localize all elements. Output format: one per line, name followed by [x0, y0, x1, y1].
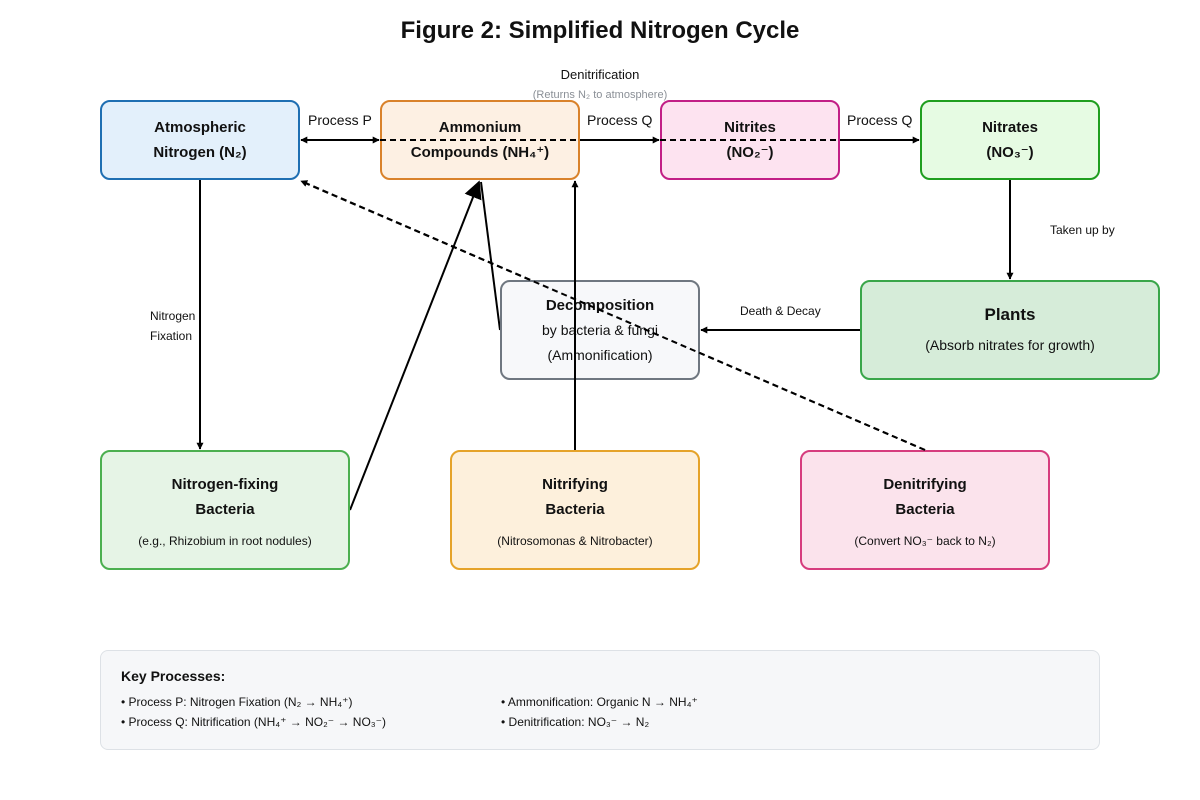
denitrifying-note: (Convert NO₃⁻ back to N₂)	[854, 534, 996, 548]
nitrates-line2: (NO₃⁻)	[986, 144, 1034, 161]
nitrates-line1: Nitrates	[982, 119, 1038, 136]
label-process-p: Process P	[308, 112, 372, 128]
decomposition-title: Decomposition	[545, 296, 655, 314]
key-processes-panel: Key Processes: • Process P: Nitrogen Fix…	[100, 650, 1100, 750]
nitrifying-line1: Nitrifying	[542, 476, 608, 493]
plants-subtitle: (Absorb nitrates for growth)	[925, 337, 1095, 353]
nitrites-line1: Nitrites	[724, 119, 776, 136]
decomposition-line3: (Ammonification)	[547, 346, 653, 363]
atmospheric-line1: Atmospheric	[154, 119, 246, 136]
figure-title: Figure 2: Simplified Nitrogen Cycle	[400, 17, 800, 44]
node-ammonium-compounds: Ammonium Compounds (NH₄⁺)	[380, 100, 580, 180]
decomposition-line2: by bacteria & fungi	[542, 321, 658, 338]
label-process-q-1: Process Q	[587, 112, 653, 128]
denitrifying-line1: Denitrifying	[883, 476, 967, 493]
label-nitrogen: Nitrogen	[150, 309, 196, 323]
arrow-decomposition-to-ammonium	[480, 181, 501, 331]
nitrites-line2: (NO₂⁻)	[726, 144, 774, 161]
ammonium-line2: Compounds (NH₄⁺)	[410, 144, 550, 161]
plants-title: Plants	[984, 305, 1036, 324]
node-decomposition: Decomposition by bacteria & fungi (Ammon…	[500, 280, 700, 380]
label-process-q-2: Process Q	[847, 112, 913, 128]
atmospheric-line2: Nitrogen (N₂)	[153, 144, 247, 161]
ammonium-line1: Ammonium	[438, 119, 522, 136]
key-heading: Key Processes:	[121, 668, 226, 684]
denitrifying-line2: Bacteria	[895, 501, 955, 518]
nitrifying-note: (Nitrosomonas & Nitrobacter)	[497, 534, 653, 548]
nitrogen-fixing-note: (e.g., Rhizobium in root nodules)	[138, 534, 312, 548]
node-nitrates: Nitrates (NO₃⁻)	[920, 100, 1100, 180]
nitrifying-line2: Bacteria	[545, 501, 605, 518]
nitrogen-fixing-line1: Nitrogen-fixing	[171, 476, 279, 493]
label-taken-up-by: Taken up by	[1050, 223, 1115, 237]
label-returns-to-atmosphere: (Returns N₂ to atmosphere)	[532, 89, 668, 101]
node-denitrifying-bacteria: Denitrifying Bacteria (Convert NO₃⁻ back…	[800, 450, 1050, 570]
key-item: • Denitrification: NO₃⁻ → N₂	[501, 715, 650, 729]
label-fixation: Fixation	[150, 329, 193, 343]
node-atmospheric-nitrogen: Atmospheric Nitrogen (N₂)	[100, 100, 300, 180]
label-denitrification: Denitrification	[560, 67, 640, 82]
label-death-decay: Death & Decay	[740, 304, 821, 318]
node-nitrogen-fixing-bacteria: Nitrogen-fixing Bacteria (e.g., Rhizobiu…	[100, 450, 350, 570]
node-nitrites: Nitrites (NO₂⁻)	[660, 100, 840, 180]
key-item: • Process P: Nitrogen Fixation (N₂ → NH₄…	[121, 695, 353, 709]
key-item: • Process Q: Nitrification (NH₄⁺ → NO₂⁻ …	[121, 715, 387, 729]
key-item: • Ammonification: Organic N → NH₄⁺	[501, 695, 698, 709]
nitrogen-fixing-line2: Bacteria	[195, 501, 255, 518]
node-nitrifying-bacteria: Nitrifying Bacteria (Nitrosomonas & Nitr…	[450, 450, 700, 570]
node-plants: Plants (Absorb nitrates for growth)	[860, 280, 1160, 380]
